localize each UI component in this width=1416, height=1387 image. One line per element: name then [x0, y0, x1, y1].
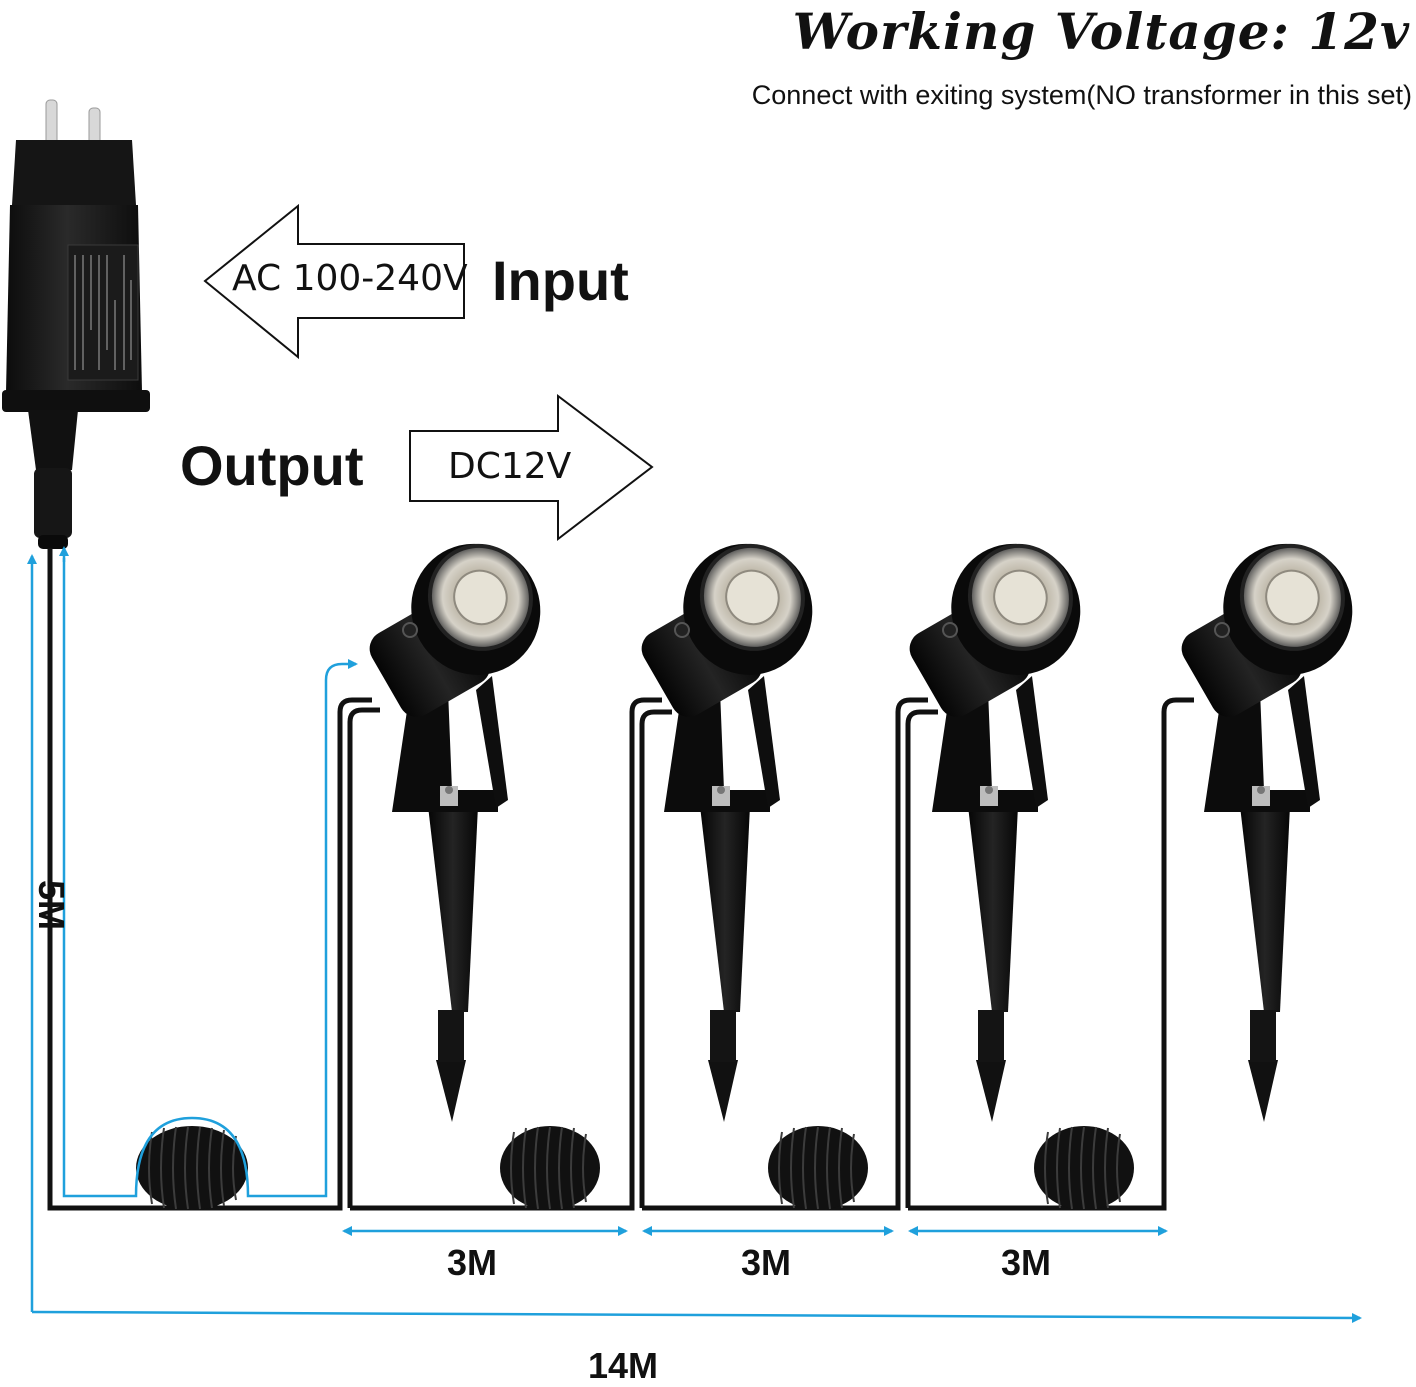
cable-coil-icon [1034, 1126, 1134, 1210]
spotlight-icon [369, 543, 541, 1122]
page-subtitle: Connect with exiting system(NO transform… [751, 80, 1412, 110]
output-voltage-label: DC12V [448, 446, 572, 487]
input-label: Input [492, 249, 629, 312]
output-label: Output [180, 434, 364, 497]
dimension-lines [27, 546, 1362, 1323]
segment-length-1: 3M [447, 1242, 498, 1283]
cable-coil-icon [500, 1126, 600, 1210]
page-title: Working Voltage: 12v [792, 2, 1410, 61]
lead-cable-length: 5M [31, 880, 72, 931]
cable-coil-icon [768, 1126, 868, 1210]
segment-length-2: 3M [741, 1242, 792, 1283]
right-arrow-icon [409, 393, 654, 542]
segment-length-3: 3M [1001, 1242, 1052, 1283]
total-length: 14M [588, 1345, 659, 1386]
left-arrow-icon [203, 203, 465, 360]
input-voltage-label: AC 100-240V [232, 258, 468, 299]
plug-adapter-icon [2, 99, 150, 549]
cable-lines [47, 548, 1194, 1211]
cable-coil-icon [136, 1126, 248, 1210]
